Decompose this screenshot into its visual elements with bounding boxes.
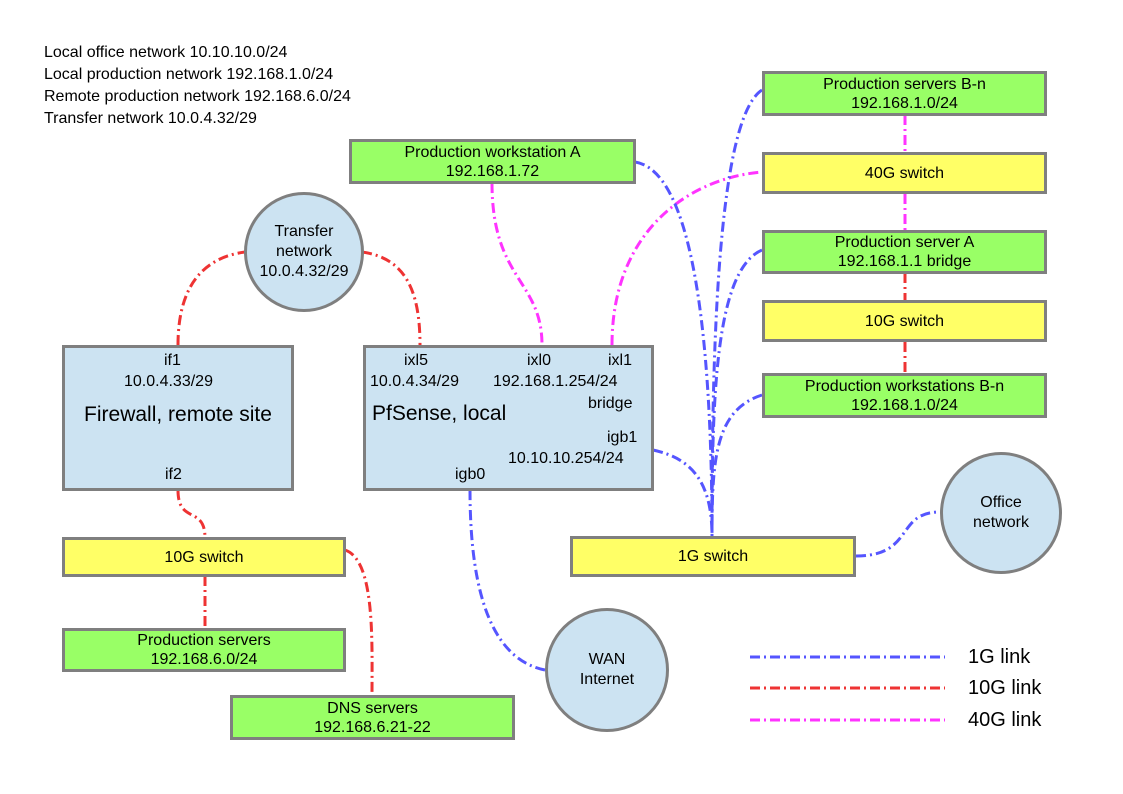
- link-transfer-pfsense: [361, 250, 422, 346]
- switch-40g: 40G switch: [762, 152, 1047, 194]
- pfsense-igb0: igb0: [455, 466, 486, 483]
- switch-1g: 1G switch: [570, 536, 856, 577]
- link-firewall-switch10g: [176, 489, 207, 539]
- link-firewall-transfer: [176, 250, 246, 346]
- pfsense-ixl5: ixl5: [404, 352, 429, 369]
- pfsense-bridge: bridge: [588, 395, 633, 412]
- wan-internet-node: WAN Internet: [545, 608, 669, 732]
- firewall-title: Firewall, remote site: [84, 403, 272, 426]
- workstation-a-name: Production workstation A: [404, 143, 581, 161]
- switch-10g-left: 10G switch: [62, 537, 346, 577]
- workstations-bn-name: Production workstations B-n: [804, 377, 1005, 395]
- prod-servers-remote-ip: 192.168.6.0/24: [150, 651, 258, 668]
- link-workstationA-ixl0: [490, 182, 544, 346]
- legend-1g-label: 1G link: [968, 646, 1031, 668]
- office-label-1: Office: [980, 494, 1022, 511]
- switch-40g-label: 40G switch: [864, 164, 945, 182]
- firewall-if1-ip: 10.0.4.33/29: [124, 373, 213, 390]
- header-line-transfer: Transfer network 10.0.4.32/29: [44, 110, 257, 127]
- wan-label-1: WAN: [588, 651, 626, 668]
- transfer-label-2: network: [275, 243, 333, 260]
- office-label-2: network: [972, 514, 1030, 531]
- link-switch10g-dns: [344, 548, 374, 696]
- server-a-ip: 192.168.1.1 bridge: [837, 253, 972, 270]
- office-network-node: Office network: [940, 452, 1062, 574]
- servers-bn-ip: 192.168.1.0/24: [851, 94, 958, 112]
- header-line-production: Local production network 192.168.1.0/24: [44, 66, 334, 83]
- wan-label-2: Internet: [579, 671, 635, 688]
- firewall-if1: if1: [164, 352, 181, 369]
- pfsense-igb1-ip: 10.10.10.254/24: [508, 450, 624, 467]
- firewall-if2: if2: [165, 466, 182, 483]
- link-serversbn-switch1g: [710, 88, 763, 537]
- workstation-a-ip: 192.168.1.72: [445, 162, 540, 180]
- switch-10g-right-label: 10G switch: [864, 312, 945, 330]
- workstations-bn-ip: 192.168.1.0/24: [851, 396, 958, 414]
- dns-servers-ip: 192.168.6.21-22: [314, 718, 431, 736]
- pfsense-ixl5-ip: 10.0.4.34/29: [370, 373, 459, 390]
- production-servers-bn: Production servers B-n 192.168.1.0/24: [762, 71, 1047, 116]
- transfer-network-node: Transfer network 10.0.4.32/29: [244, 192, 364, 312]
- link-workstationsbn-switch1g: [710, 393, 763, 537]
- pfsense-title: PfSense, local: [372, 402, 507, 425]
- legend-10g-label: 10G link: [968, 677, 1042, 699]
- link-switch1g-office: [855, 510, 941, 558]
- firewall-remote-node: [62, 345, 294, 491]
- header-line-remote: Remote production network 192.168.6.0/24: [44, 88, 351, 105]
- production-workstation-a: Production workstation A 192.168.1.72: [349, 139, 636, 184]
- server-a-name: Production server A: [834, 234, 975, 251]
- pfsense-local-node: [363, 345, 654, 491]
- production-servers-remote: Production servers 192.168.6.0/24: [62, 628, 346, 672]
- legend-40g-label: 40G link: [968, 709, 1042, 731]
- pfsense-igb1: igb1: [607, 429, 638, 446]
- pfsense-ixl0: ixl0: [527, 352, 552, 369]
- pfsense-ixl0-ip: 192.168.1.254/24: [493, 373, 618, 390]
- dns-servers-name: DNS servers: [327, 699, 418, 717]
- link-igb1-switch1g: [652, 448, 714, 537]
- production-workstations-bn: Production workstations B-n 192.168.1.0/…: [762, 373, 1047, 418]
- production-server-a: Production server A 192.168.1.1 bridge: [762, 230, 1047, 274]
- transfer-label-3: 10.0.4.32/29: [259, 263, 349, 280]
- pfsense-ixl1: ixl1: [608, 352, 633, 369]
- transfer-label-1: Transfer: [274, 223, 334, 240]
- link-workstationA-switch1g: [634, 160, 714, 537]
- link-igb0-wan: [468, 489, 546, 672]
- prod-servers-remote-name: Production servers: [137, 632, 271, 649]
- switch-10g-left-label: 10G switch: [164, 548, 244, 566]
- link-prodserverA-switch1g: [710, 248, 763, 537]
- switch-10g-right: 10G switch: [762, 300, 1047, 342]
- switch-1g-label: 1G switch: [677, 548, 749, 565]
- link-ixl1-switch40g: [610, 170, 763, 346]
- header-line-office: Local office network 10.10.10.0/24: [44, 44, 288, 61]
- dns-servers: DNS servers 192.168.6.21-22: [230, 695, 515, 740]
- servers-bn-name: Production servers B-n: [823, 75, 986, 93]
